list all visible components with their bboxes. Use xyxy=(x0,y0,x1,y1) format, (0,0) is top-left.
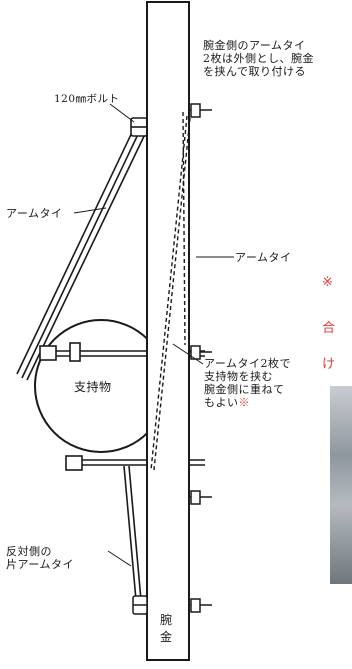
arm-tie-right-label: アームタイ xyxy=(235,251,292,264)
crossarm-label-char-1: 腕 xyxy=(160,613,173,627)
top-note-line-1: 腕金側のアームタイ xyxy=(203,39,306,52)
top-note-line-3: を挟んで取り付ける xyxy=(203,65,306,78)
clamp-note-text: もよい xyxy=(204,396,239,409)
bolt-right-1 xyxy=(189,103,212,118)
side-note-mark: ※ xyxy=(322,275,334,290)
bolt-label: 120㎜ボルト xyxy=(54,93,120,105)
clamp-note-line-3: 腕金側に重ねて xyxy=(204,383,285,396)
bolt-right-3 xyxy=(189,490,212,505)
opposite-arm-tie-label: 反対側の 片アームタイ xyxy=(6,545,74,571)
crossarm-bolts xyxy=(189,103,212,613)
side-note-char-2: け xyxy=(322,357,336,372)
crossarm-label: 腕 金 xyxy=(160,612,173,646)
clamp-note-line-4: もよい※ xyxy=(204,396,291,409)
clamp-note: アームタイ2枚で 支持物を挟む 腕金側に重ねて もよい※ xyxy=(204,357,291,409)
support-label: 支持物 xyxy=(74,380,112,394)
arm-tie-left-label: アームタイ xyxy=(6,207,63,220)
clamp-note-line-1: アームタイ2枚で xyxy=(204,357,292,370)
bolt-120mm xyxy=(130,117,148,137)
clamp-note-line-2: 支持物を挟む xyxy=(204,370,273,383)
photo-strip xyxy=(330,386,352,584)
top-note: 腕金側のアームタイ 2枚は外側とし、腕金 を挟んで取り付ける xyxy=(203,39,314,78)
left-arm-tie xyxy=(16,123,147,381)
opposite-label-line-2: 片アームタイ xyxy=(6,558,75,571)
dashed-arm-tie xyxy=(150,111,191,471)
clamp-note-mark: ※ xyxy=(238,396,250,409)
bolt-right-4 xyxy=(189,598,212,613)
crossarm-label-char-2: 金 xyxy=(160,630,173,644)
leader-lines xyxy=(73,103,234,567)
side-note-char-1: 合 xyxy=(322,321,336,336)
top-note-line-2: 2枚は外側とし、腕金 xyxy=(203,52,314,65)
bolt-bottom-left xyxy=(132,595,148,615)
opposite-arm-tie xyxy=(123,465,142,601)
crossarm xyxy=(146,1,190,661)
opposite-label-line-1: 反対側の xyxy=(6,545,52,558)
